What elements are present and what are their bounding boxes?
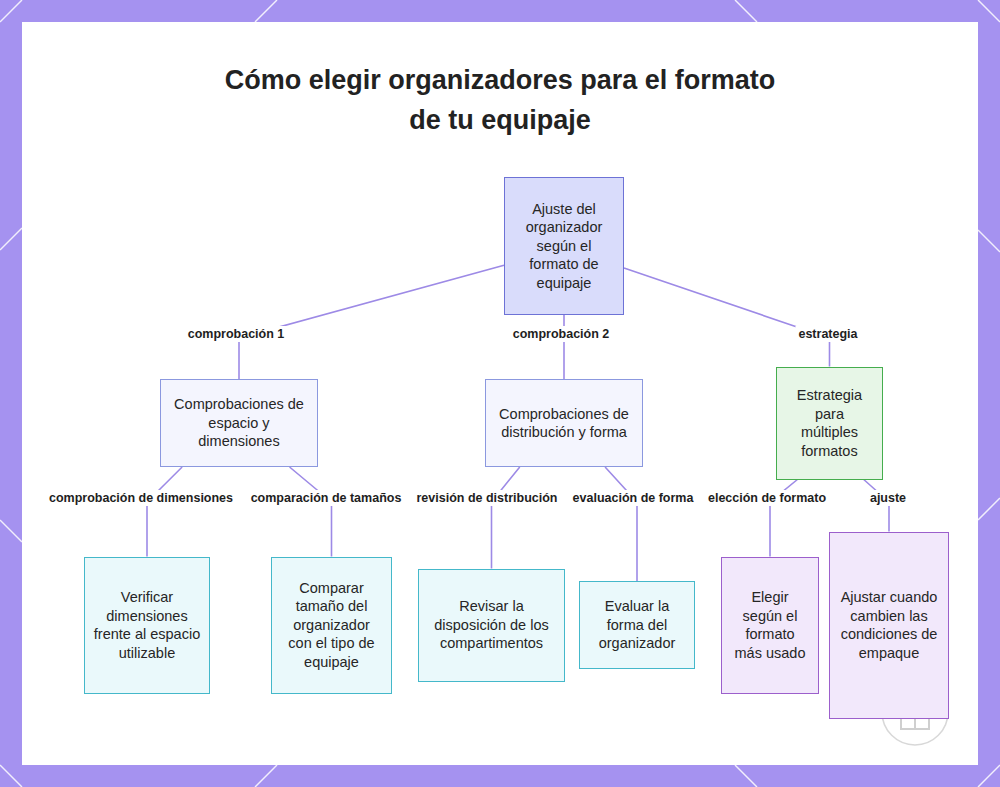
box-text: Revisar la disposición de los compartime… (427, 597, 556, 653)
connector-line (605, 467, 637, 581)
box-text: Ajuste del organizador según el formato … (513, 200, 615, 293)
box-text-group: Ajustar cuando cambien las condiciones d… (838, 588, 940, 662)
deco-line (0, 0, 22, 22)
box-text-group: Elegir según el formato más usado (730, 588, 810, 662)
deco-line (978, 0, 1000, 22)
box-text: Ajustar cuando cambien las condiciones d… (838, 588, 940, 662)
connector-line (563, 315, 565, 379)
edge-label: estrategia (795, 326, 860, 342)
process-box: Elegir según el formato más usado (721, 557, 819, 694)
process-box: Evaluar la forma del organizador (579, 581, 695, 669)
connector-line (147, 467, 182, 557)
edge-label: elección de formato (705, 490, 829, 506)
process-box: Ajustar cuando cambien las condiciones d… (829, 532, 949, 719)
box-text: Comparar tamaño del organizador con el t… (280, 579, 383, 672)
deco-line (735, 765, 757, 787)
deco-line (255, 0, 277, 22)
edge-label: revisión de distribución (414, 490, 561, 506)
deco-line (0, 228, 22, 250)
box-text: Comprobaciones de distribución y forma (494, 405, 634, 442)
box-text-group: Comprobaciones de distribución y forma (494, 405, 634, 442)
process-box: Ajuste del organizador según el formato … (504, 177, 624, 315)
deco-line (0, 520, 22, 542)
diagram-title: Cómo elegir organizadores para el format… (210, 60, 790, 140)
process-box: Comprobaciones de espacio y dimensiones (160, 379, 318, 467)
process-box: Comparar tamaño del organizador con el t… (271, 557, 392, 694)
box-text-group: Evaluar la forma del organizador (588, 597, 686, 653)
edge-label: comprobación 1 (185, 326, 288, 342)
edge-label: evaluación de forma (570, 490, 697, 506)
box-text: Verificar dimensiones frente al espacio … (93, 588, 201, 662)
edge-label: comparación de tamaños (248, 490, 405, 506)
box-text-group: Revisar la disposición de los compartime… (427, 597, 556, 653)
box-text-group: Estrategia para múltiples formatos (785, 386, 874, 460)
deco-line (255, 765, 277, 787)
edge-label: comprobación de dimensiones (46, 490, 236, 506)
process-box: Revisar la disposición de los compartime… (418, 569, 565, 682)
deco-line (978, 765, 1000, 787)
deco-line (978, 230, 1000, 252)
box-text: Elegir según el formato más usado (730, 588, 810, 662)
box-text-group: Verificar dimensiones frente al espacio … (93, 588, 201, 662)
box-text: Comprobaciones de espacio y dimensiones (169, 395, 309, 451)
connector-line (239, 265, 504, 379)
edge-label: ajuste (867, 490, 909, 506)
box-text-group: Comparar tamaño del organizador con el t… (280, 579, 383, 672)
deco-line (0, 765, 22, 787)
deco-line (735, 0, 757, 22)
connector-line (624, 268, 830, 366)
process-box: Comprobaciones de distribución y forma (485, 379, 643, 467)
box-text: Evaluar la forma del organizador (588, 597, 686, 653)
edge-label: comprobación 2 (510, 326, 613, 342)
box-text: Estrategia para múltiples formatos (785, 386, 874, 460)
box-text-group: Ajuste del organizador según el formato … (513, 200, 615, 293)
process-box: Verificar dimensiones frente al espacio … (84, 557, 210, 694)
connector-line (492, 467, 520, 569)
box-text-group: Comprobaciones de espacio y dimensiones (169, 395, 309, 451)
deco-line (978, 498, 1000, 520)
process-box: Estrategia para múltiples formatos (776, 367, 883, 480)
connector-line (290, 467, 332, 557)
